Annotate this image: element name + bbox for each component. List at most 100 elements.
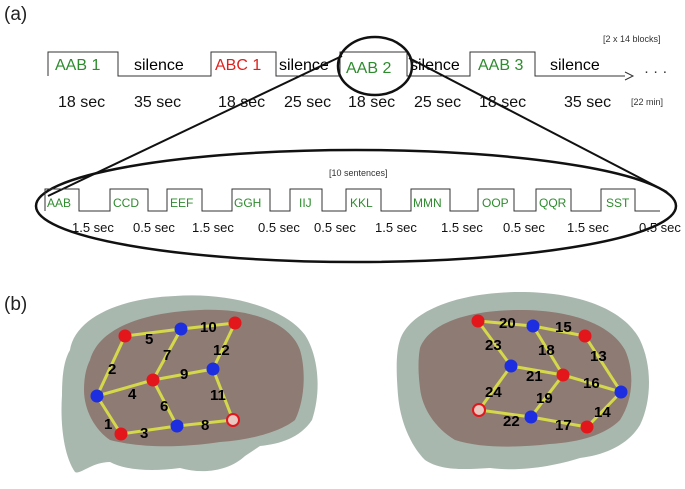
sentences-note: [10 sentences] bbox=[329, 168, 388, 178]
zoom-detail-ellipse bbox=[34, 148, 678, 264]
left-electrodes bbox=[90, 316, 242, 441]
electrode-number: 15 bbox=[555, 319, 572, 336]
connection-5 bbox=[123, 327, 183, 338]
connection-13 bbox=[583, 334, 623, 394]
connection-8 bbox=[175, 418, 235, 428]
connection-11 bbox=[211, 367, 235, 422]
sentence-duration: 0.5 sec bbox=[258, 220, 300, 235]
right-electrode-numbers: 13 14 15 16 17 18 19 20 21 22 23 24 bbox=[485, 315, 611, 434]
connection-15 bbox=[531, 324, 587, 338]
electrode-number: 9 bbox=[180, 366, 188, 383]
sentence-duration: 1.5 sec bbox=[72, 220, 114, 235]
connection-2 bbox=[95, 334, 127, 398]
block-label: silence bbox=[279, 57, 329, 74]
block-labels: AAB 1 silence ABC 1 silence AAB 2 silenc… bbox=[55, 57, 600, 77]
electrode-blue bbox=[170, 419, 184, 433]
connection-22 bbox=[477, 408, 533, 419]
block-duration: 18 sec bbox=[58, 94, 105, 111]
electrode-number: 18 bbox=[538, 342, 555, 359]
connection-14 bbox=[585, 390, 623, 429]
right-electrodes bbox=[471, 314, 628, 434]
electrode-red bbox=[580, 420, 594, 434]
sentence-label: QQR bbox=[539, 196, 567, 210]
electrode-number: 22 bbox=[503, 413, 520, 430]
sentence-timeline bbox=[44, 188, 660, 212]
block-duration: 25 sec bbox=[284, 94, 331, 111]
block-label: AAB 2 bbox=[346, 60, 391, 77]
electrode-number: 24 bbox=[485, 384, 502, 401]
left-connections bbox=[95, 321, 237, 436]
electrode-number: 21 bbox=[526, 368, 543, 385]
sentence-duration: 0.5 sec bbox=[639, 220, 681, 235]
electrode-blue bbox=[206, 362, 220, 376]
connection-10 bbox=[179, 321, 237, 331]
connection-23 bbox=[476, 319, 513, 368]
electrode-number: 10 bbox=[200, 319, 217, 336]
electrode-number: 23 bbox=[485, 337, 502, 354]
electrode-number: 17 bbox=[555, 417, 572, 434]
block-duration: 18 sec bbox=[348, 94, 395, 111]
electrode-number: 13 bbox=[590, 348, 607, 365]
sentence-label: GGH bbox=[234, 196, 261, 210]
block-duration: 18 sec bbox=[479, 94, 526, 111]
electrode-blue bbox=[90, 389, 104, 403]
connection-9 bbox=[151, 367, 215, 382]
zoom-highlight-ellipse bbox=[336, 35, 414, 97]
sentence-duration: 1.5 sec bbox=[192, 220, 234, 235]
connection-21 bbox=[509, 364, 565, 377]
sentence-label: AAB bbox=[47, 196, 71, 210]
electrode-red bbox=[556, 368, 570, 382]
sentence-label: MMN bbox=[413, 196, 442, 210]
connection-19 bbox=[529, 373, 565, 419]
sentence-label: OOP bbox=[482, 196, 509, 210]
right-connections bbox=[476, 319, 623, 429]
sentence-label: CCD bbox=[113, 196, 139, 210]
connection-12 bbox=[211, 321, 237, 371]
electrode-hollow bbox=[472, 403, 486, 417]
block-label: AAB 1 bbox=[55, 57, 100, 74]
connection-6 bbox=[151, 378, 179, 428]
electrode-number: 11 bbox=[210, 387, 226, 404]
zoom-connector-right bbox=[408, 57, 668, 193]
left-brain-inner bbox=[84, 309, 304, 447]
connection-3 bbox=[119, 424, 179, 436]
electrode-red bbox=[471, 314, 485, 328]
right-brain bbox=[396, 292, 649, 470]
sentence-label: SST bbox=[606, 196, 630, 210]
block-duration: 25 sec bbox=[414, 94, 461, 111]
connection-1 bbox=[95, 394, 123, 436]
electrode-blue bbox=[614, 385, 628, 399]
ellipsis: · · · bbox=[644, 63, 667, 80]
electrode-red bbox=[578, 329, 592, 343]
connection-4 bbox=[95, 378, 155, 398]
panel-a-label: (a) bbox=[4, 4, 27, 25]
block-label: AAB 3 bbox=[478, 57, 523, 74]
sentence-labels: AAB CCD EEF GGH IIJ KKL MMN OOP QQR SST bbox=[47, 196, 630, 210]
electrode-number: 8 bbox=[201, 417, 209, 434]
right-brain-inner bbox=[418, 310, 632, 447]
sentence-duration: 1.5 sec bbox=[441, 220, 483, 235]
electrode-number: 20 bbox=[499, 315, 516, 332]
connection-16 bbox=[561, 373, 623, 394]
electrode-number: 2 bbox=[108, 361, 116, 378]
sentence-duration: 1.5 sec bbox=[567, 220, 609, 235]
sentence-durations: 1.5 sec 0.5 sec 1.5 sec 0.5 sec 0.5 sec … bbox=[72, 220, 681, 235]
block-durations: 18 sec 35 sec 18 sec 25 sec 18 sec 25 se… bbox=[58, 94, 611, 111]
block-duration: 35 sec bbox=[134, 94, 181, 111]
sentence-label: IIJ bbox=[299, 196, 312, 210]
block-label: silence bbox=[410, 57, 460, 74]
connection-24 bbox=[477, 364, 513, 412]
electrode-number: 19 bbox=[536, 390, 553, 407]
block-label: silence bbox=[134, 57, 184, 74]
electrode-red bbox=[118, 329, 132, 343]
electrode-number: 7 bbox=[163, 347, 171, 364]
electrode-red bbox=[228, 316, 242, 330]
electrode-blue bbox=[504, 359, 518, 373]
block-duration: 35 sec bbox=[564, 94, 611, 111]
block-label: ABC 1 bbox=[215, 57, 261, 74]
electrode-blue bbox=[526, 319, 540, 333]
electrode-number: 4 bbox=[128, 386, 137, 403]
left-electrode-numbers: 1 2 3 4 5 6 7 8 9 10 11 12 bbox=[104, 319, 230, 442]
sentence-duration: 0.5 sec bbox=[503, 220, 545, 235]
